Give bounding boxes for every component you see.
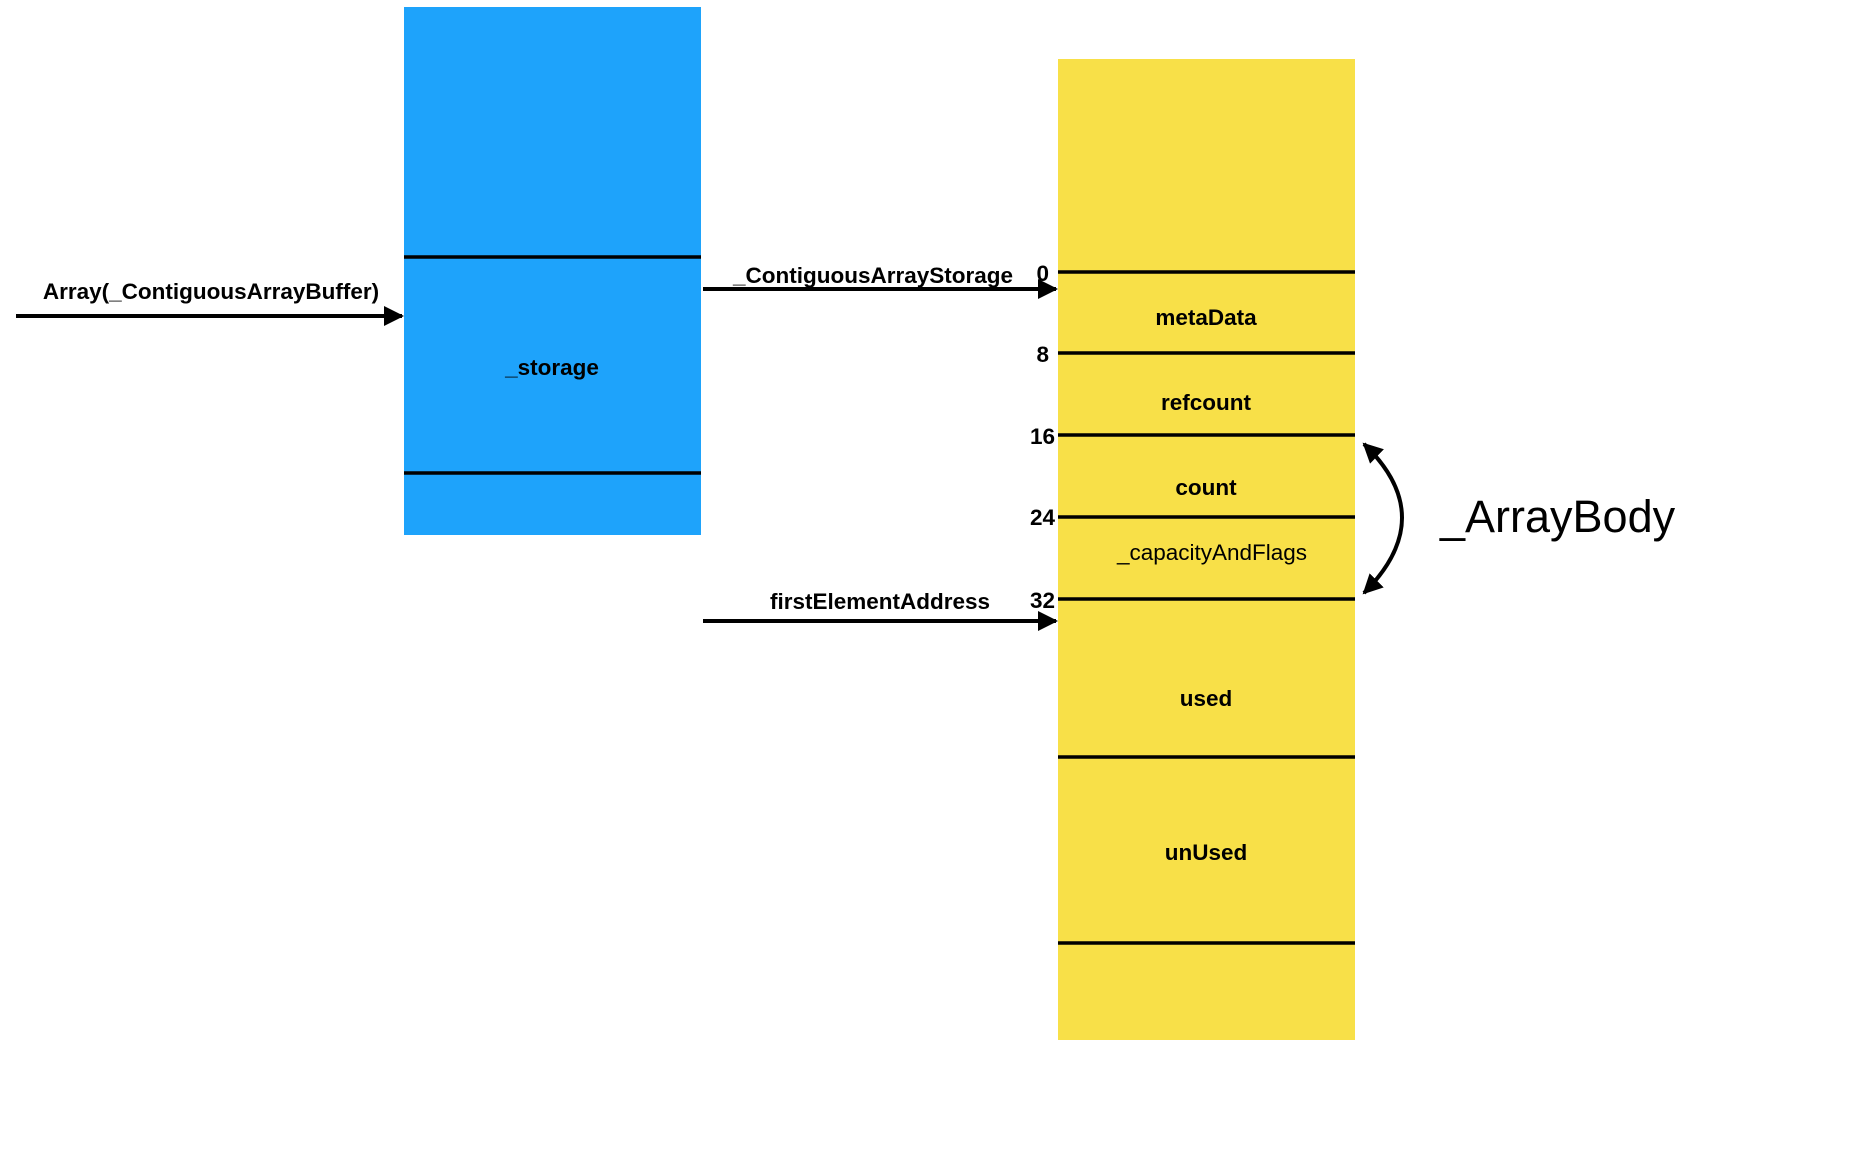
offset-label-24: 24 [1030,505,1056,530]
field-used: used [1180,686,1233,711]
field-metadata: metaData [1155,305,1257,330]
offset-label-16: 16 [1030,424,1055,449]
offset-label-0: 0 [1036,261,1049,286]
storage-block [404,7,701,535]
field-unused: unUsed [1165,840,1248,865]
storage-arrow-label: _ContiguousArrayStorage [732,263,1013,288]
field-capacity-and-flags: _capacityAndFlags [1116,540,1307,565]
array-body-bracket-arrow [1362,442,1404,595]
array-buffer-arrow-label: Array(_ContiguousArrayBuffer) [43,279,379,304]
storage-field-label: _storage [504,355,599,380]
offset-label-32: 32 [1030,588,1055,613]
first-element-arrow-label: firstElementAddress [770,589,990,614]
offset-label-8: 8 [1036,342,1049,367]
heap-block [1058,59,1355,1040]
field-refcount: refcount [1161,390,1252,415]
field-count: count [1175,475,1237,500]
array-body-label: _ArrayBody [1439,491,1676,542]
